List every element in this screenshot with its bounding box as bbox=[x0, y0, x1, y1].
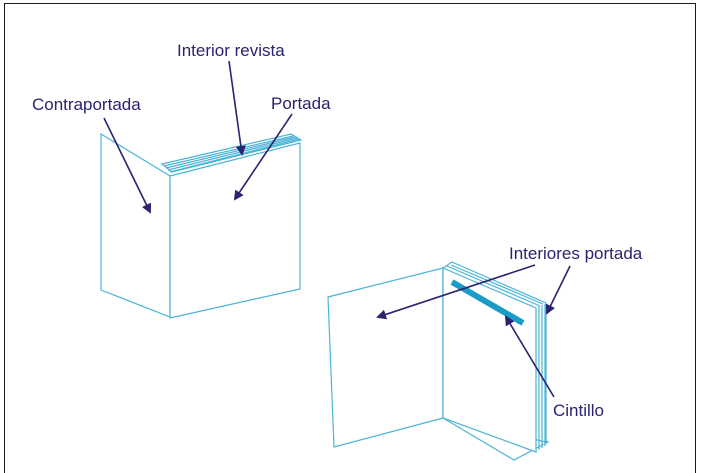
back-cover bbox=[100, 132, 171, 318]
figure-frame bbox=[4, 3, 696, 473]
arrow-contraportada bbox=[103, 117, 151, 214]
arrow-cintillo bbox=[504, 315, 555, 398]
closed-magazine bbox=[100, 132, 303, 319]
label-interiores-portada: Interiores portada bbox=[509, 244, 643, 263]
front-cover bbox=[169, 142, 301, 319]
label-cintillo: Cintillo bbox=[553, 401, 605, 420]
arrow-interiores-portada-2 bbox=[546, 265, 571, 315]
open-left-page bbox=[327, 267, 444, 448]
label-interior-revista: Interior revista bbox=[177, 41, 285, 60]
magazine-diagram bbox=[100, 60, 571, 461]
arrow-portada bbox=[233, 113, 293, 201]
arrows bbox=[103, 60, 571, 398]
arrow-interiores-portada-1 bbox=[376, 264, 536, 320]
label-portada: Portada bbox=[271, 94, 331, 113]
label-contraportada: Contraportada bbox=[32, 95, 141, 114]
open-magazine bbox=[327, 261, 550, 461]
arrow-interior-revista bbox=[228, 60, 246, 156]
